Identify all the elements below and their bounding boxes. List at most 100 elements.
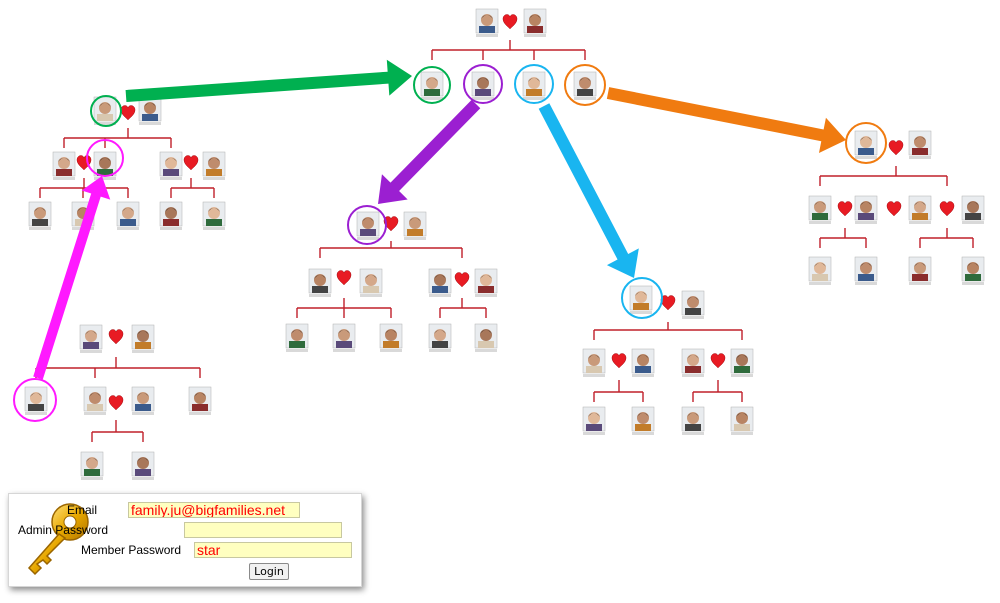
person-photo [681, 290, 705, 319]
person-photo [522, 71, 546, 100]
person-photo [428, 268, 452, 297]
heart-icon [660, 295, 676, 311]
person-photo [420, 71, 444, 100]
person-photo [24, 386, 48, 415]
tree-hearts [76, 14, 955, 411]
heart-icon [502, 14, 518, 30]
person-photo [730, 348, 754, 377]
person-photo [28, 201, 52, 230]
person-photo [202, 201, 226, 230]
highlight-ring [90, 95, 122, 127]
email-field[interactable] [128, 502, 300, 518]
highlight-ring [413, 66, 451, 104]
tree-people [24, 8, 985, 480]
person-photo [475, 8, 499, 37]
person-photo [83, 386, 107, 415]
person-photo [93, 96, 117, 125]
person-photo [908, 256, 932, 285]
highlight-arrow [378, 99, 481, 204]
highlight-ring [514, 64, 554, 104]
highlight-arrow [606, 87, 846, 154]
person-photo [961, 195, 985, 224]
person-photo [79, 324, 103, 353]
person-photo [474, 323, 498, 352]
person-photo [808, 195, 832, 224]
heart-icon [611, 353, 627, 369]
heart-icon [939, 201, 955, 217]
heart-icon [837, 201, 853, 217]
heart-icon [108, 395, 124, 411]
highlight-arrows [33, 59, 846, 380]
heart-icon [888, 140, 904, 156]
person-photo [474, 268, 498, 297]
highlight-arrow [33, 176, 111, 380]
heart-icon [383, 216, 399, 232]
person-photo [188, 386, 212, 415]
person-photo [332, 323, 356, 352]
admin-password-label: Admin Password [17, 523, 108, 537]
highlight-ring [463, 64, 503, 104]
person-photo [631, 406, 655, 435]
heart-icon [454, 272, 470, 288]
person-photo [523, 8, 547, 37]
member-password-field[interactable] [194, 542, 352, 558]
person-photo [582, 348, 606, 377]
highlight-ring [564, 64, 606, 106]
highlight-ring [845, 122, 887, 164]
person-photo [159, 151, 183, 180]
person-photo [359, 268, 383, 297]
person-photo [116, 201, 140, 230]
heart-icon [336, 270, 352, 286]
highlight-arrow [125, 59, 412, 102]
heart-icon [108, 329, 124, 345]
person-photo [131, 386, 155, 415]
admin-password-field[interactable] [184, 522, 342, 538]
person-photo [131, 451, 155, 480]
person-photo [138, 96, 162, 125]
heart-icon [183, 155, 199, 171]
person-photo [202, 151, 226, 180]
highlight-arrow [538, 103, 639, 279]
person-photo [308, 268, 332, 297]
person-photo [681, 348, 705, 377]
highlight-ring [13, 378, 57, 422]
person-photo [961, 256, 985, 285]
member-password-label: Member Password [81, 543, 182, 557]
heart-icon [710, 353, 726, 369]
person-photo [582, 406, 606, 435]
person-photo [681, 406, 705, 435]
highlight-ring [621, 277, 663, 319]
login-panel: Email Admin Password Member Password Log… [8, 493, 362, 587]
person-photo [159, 201, 183, 230]
login-button[interactable]: Login [249, 563, 289, 580]
person-photo [471, 71, 495, 100]
email-label: Email [66, 503, 97, 517]
person-photo [854, 130, 878, 159]
person-photo [573, 71, 597, 100]
highlight-ring [347, 205, 387, 245]
person-photo [854, 195, 878, 224]
person-photo [403, 211, 427, 240]
person-photo [379, 323, 403, 352]
person-photo [428, 323, 452, 352]
person-photo [730, 406, 754, 435]
person-photo [854, 256, 878, 285]
person-photo [629, 285, 653, 314]
person-photo [631, 348, 655, 377]
person-photo [93, 151, 117, 180]
person-photo [131, 324, 155, 353]
heart-icon [120, 105, 136, 121]
person-photo [52, 151, 76, 180]
person-photo [908, 195, 932, 224]
person-photo [908, 130, 932, 159]
person-photo [808, 256, 832, 285]
tree-connector-lines [35, 40, 974, 442]
heart-icon [886, 201, 902, 217]
person-photo [356, 211, 380, 240]
key-icon [27, 503, 89, 576]
highlight-rings [13, 64, 887, 422]
person-photo [80, 451, 104, 480]
person-photo [285, 323, 309, 352]
highlight-ring [86, 139, 124, 177]
